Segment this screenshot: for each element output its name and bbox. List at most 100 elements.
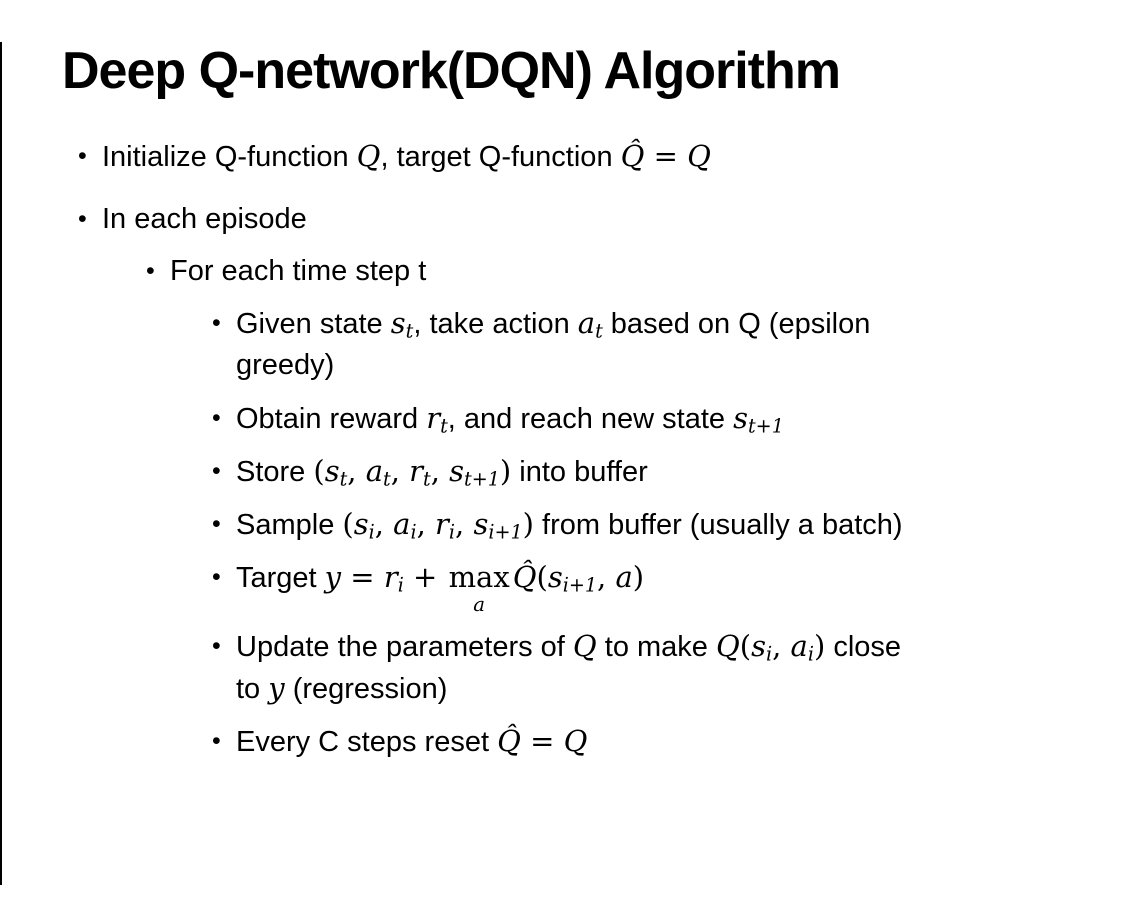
math-segment: Q̂: [497, 724, 521, 759]
text-segment: Sample: [236, 509, 343, 541]
bullet-item: • For each time step t: [146, 251, 1072, 292]
math-segment: a: [393, 507, 411, 541]
math-segment: (: [739, 628, 752, 663]
math-segment: (: [536, 560, 548, 595]
math-segment: t: [405, 319, 414, 343]
slide-title: Deep Q-network(DQN) Algorithm: [62, 42, 841, 100]
bullet-text: Store (st, at, rt, st+1) into buffer: [236, 451, 648, 493]
slide: Deep Q-network(DQN) Algorithm • Initializ…: [0, 42, 1124, 914]
bullet-item: • In each episode: [78, 199, 1072, 240]
math-segment: s: [390, 306, 406, 341]
math-segment: ,: [347, 453, 366, 488]
math-segment: Q̂: [620, 138, 645, 173]
bullet-text: Initialize Q-function Q , target Q-functi…: [102, 136, 711, 178]
text-segment: For each time step t: [170, 255, 427, 288]
math-segment: Q: [687, 138, 711, 173]
math-segment: t: [423, 467, 431, 491]
text-segment: , and reach new state: [447, 402, 734, 435]
bullet-marker: •: [212, 563, 221, 592]
math-segment: ,: [374, 507, 394, 541]
bullet-item: •Obtain reward rt, and reach new state s…: [212, 398, 1072, 440]
math-segment: Q̂: [512, 560, 537, 595]
math-segment: ,: [772, 628, 791, 663]
text-segment: , take action: [413, 308, 578, 341]
math-segment: ): [632, 560, 645, 595]
math-segment: s: [473, 507, 489, 541]
bullet-text: In each episode: [102, 199, 307, 240]
bullet-item: •Sample (si, ai, ri, si+1) from buffer (…: [212, 504, 1072, 546]
math-segment: i: [368, 520, 375, 544]
bullet-text: Obtain reward rt, and reach new state st…: [236, 398, 784, 440]
math-segment: s: [751, 628, 766, 663]
bullet-marker: •: [78, 204, 87, 233]
math-segment: t: [339, 467, 348, 491]
math-segment: Q: [563, 724, 588, 759]
math-segment: ): [813, 628, 826, 663]
bullet-text: Every C steps reset Q̂ = Q: [236, 721, 587, 763]
math-segment: s: [449, 453, 465, 488]
bullet-item: • Every C steps reset Q̂ = Q: [212, 721, 1072, 763]
math-segment: i: [397, 573, 404, 597]
math-segment: (: [342, 507, 354, 541]
math-segment: ,: [597, 560, 616, 595]
text-segment: Obtain reward: [236, 402, 427, 435]
text-segment: to make: [596, 630, 716, 663]
math-segment: r: [435, 507, 449, 541]
text-segment: to: [236, 673, 269, 706]
math-segment: (: [313, 453, 325, 488]
math-segment: i+1: [488, 520, 523, 544]
text-segment: Given state: [236, 308, 391, 341]
math-segment: t+1: [464, 467, 500, 491]
math-segment: =: [644, 138, 688, 173]
math-segment: =: [520, 724, 564, 759]
text-segment: close: [825, 630, 902, 663]
math-segment: s: [547, 560, 563, 595]
math-segment: t: [440, 414, 448, 438]
math-segment: a: [615, 560, 633, 595]
math-segment: s: [324, 453, 340, 488]
text-segment: from buffer (usually a batch): [534, 509, 903, 541]
math-segment: i: [765, 642, 773, 666]
math-segment: ,: [455, 507, 474, 541]
bullet-marker: •: [146, 257, 155, 286]
math-segment: r: [383, 560, 398, 595]
math-segment: y: [268, 671, 285, 706]
text-segment: greedy): [236, 349, 335, 382]
text-segment: Initialize Q-function: [102, 140, 357, 173]
text-segment: Target: [236, 562, 325, 595]
math-segment: s: [733, 400, 748, 435]
text-segment: Store: [236, 455, 314, 488]
bullet-marker: •: [212, 309, 221, 338]
math-segment: t+1: [748, 414, 784, 438]
text-segment: based on Q (epsilon: [602, 308, 871, 341]
text-segment: , target Q-function: [380, 140, 621, 173]
math-segment: =: [341, 560, 384, 595]
bullet-item: • Store (st, at, rt, st+1) into buffer: [212, 451, 1072, 493]
math-segment: Q: [572, 628, 597, 663]
bullet-marker: •: [212, 456, 221, 485]
bullet-marker: •: [212, 403, 221, 432]
bullet-marker: •: [212, 727, 221, 756]
math-segment: ,: [430, 453, 450, 488]
bullet-marker: •: [212, 510, 221, 538]
math-segment: r: [409, 453, 424, 488]
slide-edge-line: [0, 42, 2, 885]
math-segment: a: [577, 306, 596, 341]
math-segment: i: [807, 642, 814, 666]
math-segment: y: [324, 560, 342, 595]
text-segment: Update the parameters of: [236, 630, 573, 663]
math-segment: i+1: [562, 573, 598, 597]
bullet-text: Update the parameters of Q to make Q(si,…: [236, 626, 901, 710]
math-segment: Q: [715, 628, 740, 663]
math-segment: ,: [390, 453, 410, 488]
math-segment: ): [499, 453, 512, 488]
math-segment: t: [383, 467, 391, 491]
math-segment: i: [410, 520, 417, 544]
math-segment: ): [522, 507, 534, 541]
bullet-item: •Given state st, take action at based on…: [212, 303, 1072, 386]
text-segment: into buffer: [511, 455, 648, 488]
math-segment: a: [790, 628, 808, 663]
math-segment: s: [353, 507, 369, 541]
